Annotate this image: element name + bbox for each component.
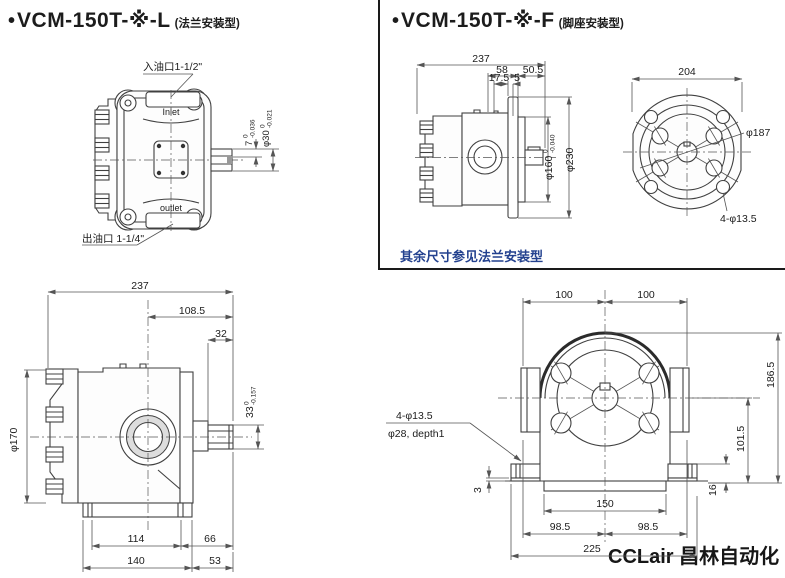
foot-mount-type: (脚座安装型) <box>558 18 624 30</box>
dim-33-tol-up: 0 <box>244 401 251 405</box>
flange-model-text: VCM-150T-※-L <box>17 9 171 32</box>
outlet-port-label: 出油口 1-1/4" <box>82 232 144 245</box>
flange-side-view: Inlet outlet 7 <box>82 60 279 246</box>
dim-body-od-170: φ170 <box>8 369 46 504</box>
rear-cover <box>419 115 463 207</box>
dim-across-204 <box>631 76 743 112</box>
dim-186-5-text: 186.5 <box>765 362 777 388</box>
dim-58-50-5 <box>487 73 546 115</box>
dim-height-186-5: 186.5 <box>605 332 782 484</box>
dim-33-key-flat: 33 0 -0.157 <box>233 386 264 450</box>
dim-span-225 <box>510 484 698 560</box>
horizontal-divider <box>378 268 785 270</box>
foot-side-and-face-views: 237 58 50.5 17.5 5 φ160 0 -0.040 <box>415 53 770 225</box>
dim-33-tol-dn: -0.157 <box>251 386 258 405</box>
dim-204-text: 204 <box>678 66 696 78</box>
bullet-icon: • <box>8 10 16 32</box>
foot-model-title: • VCM-150T-※-F (脚座安装型) <box>392 8 624 33</box>
dim-3-text: 3 <box>472 487 484 493</box>
dim-98-5-pair <box>522 440 688 538</box>
dim-53-text: 53 <box>209 555 221 567</box>
foot-holes-label: 4-φ13.5 <box>396 410 433 422</box>
dim-225-text: 225 <box>583 543 601 555</box>
flange-model-title: • VCM-150T-※-L (法兰安装型) <box>8 8 240 33</box>
pump-body <box>461 109 509 206</box>
dim-100-right-text: 100 <box>637 289 655 301</box>
shaft <box>524 146 544 166</box>
dim-flange-od-230: φ230 <box>518 96 576 219</box>
dim-axis-101-5: 101.5 <box>692 397 752 484</box>
dim-17-5-5 <box>493 81 521 116</box>
dim-98-5-left-text: 98.5 <box>550 521 571 533</box>
dim-flange-od-text: φ230 <box>564 148 576 172</box>
dim-spigot-tol-up: 0 <box>543 149 550 153</box>
side-ports <box>520 367 690 433</box>
flange-mount-type: (法兰安装型) <box>174 18 240 30</box>
dim-32 <box>207 337 234 422</box>
reference-note: 其余尺寸参见法兰安装型 <box>400 249 544 264</box>
pump-body <box>77 363 181 504</box>
dim-100-100 <box>522 298 688 366</box>
dim-key-tol-dn: -0.036 <box>250 119 257 138</box>
dim-key-tol-up: 0 <box>243 134 250 138</box>
shaft <box>210 148 233 172</box>
dim-17-5-text: 17.5 <box>489 72 510 84</box>
dim-140-53 <box>82 520 234 572</box>
feet-and-base <box>505 463 708 492</box>
dim-slot-150 <box>543 494 667 515</box>
dim-shaft-dia: φ30 0 -0.021 <box>233 109 279 172</box>
dim-33-value: 33 <box>244 406 256 418</box>
dim-98-5-right-text: 98.5 <box>638 521 659 533</box>
dim-101-5-text: 101.5 <box>735 426 747 452</box>
foot-model-text: VCM-150T-※-F <box>401 9 555 32</box>
dim-overall-text: 237 <box>472 53 490 65</box>
inlet-port-label: 入油口1-1/2" <box>143 60 202 73</box>
spotface-label: φ28, depth1 <box>388 428 445 440</box>
dim-pcd-text: φ187 <box>746 127 770 139</box>
outlet-text: outlet <box>160 203 183 213</box>
dim-shaft-tol-dn: -0.021 <box>267 109 274 128</box>
dim-58-text: 58 <box>496 64 508 76</box>
holes-leader <box>722 192 728 212</box>
base-plate <box>82 502 193 518</box>
dim-shaft-value: φ30 <box>261 130 272 147</box>
dim-foot-16: 16 <box>697 454 730 496</box>
foot-hole-callout <box>386 422 522 462</box>
dim-170-text: φ170 <box>8 428 20 452</box>
dim-114-text: 114 <box>128 533 145 545</box>
inlet-port <box>142 91 201 124</box>
flange-dimension-view: 237 108.5 32 33 0 -0.157 φ170 <box>8 280 264 572</box>
dim-key-value: 7 <box>244 141 255 146</box>
dim-spigot-160: φ160 0 -0.040 <box>525 116 557 203</box>
inlet-callout <box>143 73 194 98</box>
dim-50-5-text: 50.5 <box>523 64 544 76</box>
outlet-callout <box>82 223 174 246</box>
foot-front-view: 100 100 186.5 101.5 16 <box>386 289 782 560</box>
dim-16-text: 16 <box>707 484 719 496</box>
pcd-leader <box>639 132 745 169</box>
dim-spigot-tol-dn: -0.040 <box>550 134 557 153</box>
rear-cover <box>94 98 118 221</box>
dim-237-text: 237 <box>131 280 149 292</box>
dim-5-text: 5 <box>514 72 520 84</box>
shaft <box>192 420 234 452</box>
front-flange-plate <box>179 371 194 504</box>
dim-100-left-text: 100 <box>555 289 573 301</box>
vertical-divider <box>378 0 380 270</box>
bullet-icon: • <box>392 10 400 32</box>
rear-cover <box>45 368 79 504</box>
dim-114-66 <box>91 452 234 550</box>
dim-108-5-text: 108.5 <box>179 305 205 317</box>
dim-pad-3: 3 <box>472 466 509 493</box>
dim-66-text: 66 <box>204 533 216 545</box>
dim-spigot-value: φ160 <box>543 156 555 180</box>
dim-32-text: 32 <box>215 328 227 340</box>
dim-140-text: 140 <box>127 555 145 567</box>
dim-shaft-tol-up: 0 <box>260 124 267 128</box>
dim-holes-text: 4-φ13.5 <box>720 213 757 225</box>
dim-150-text: 150 <box>596 498 614 510</box>
